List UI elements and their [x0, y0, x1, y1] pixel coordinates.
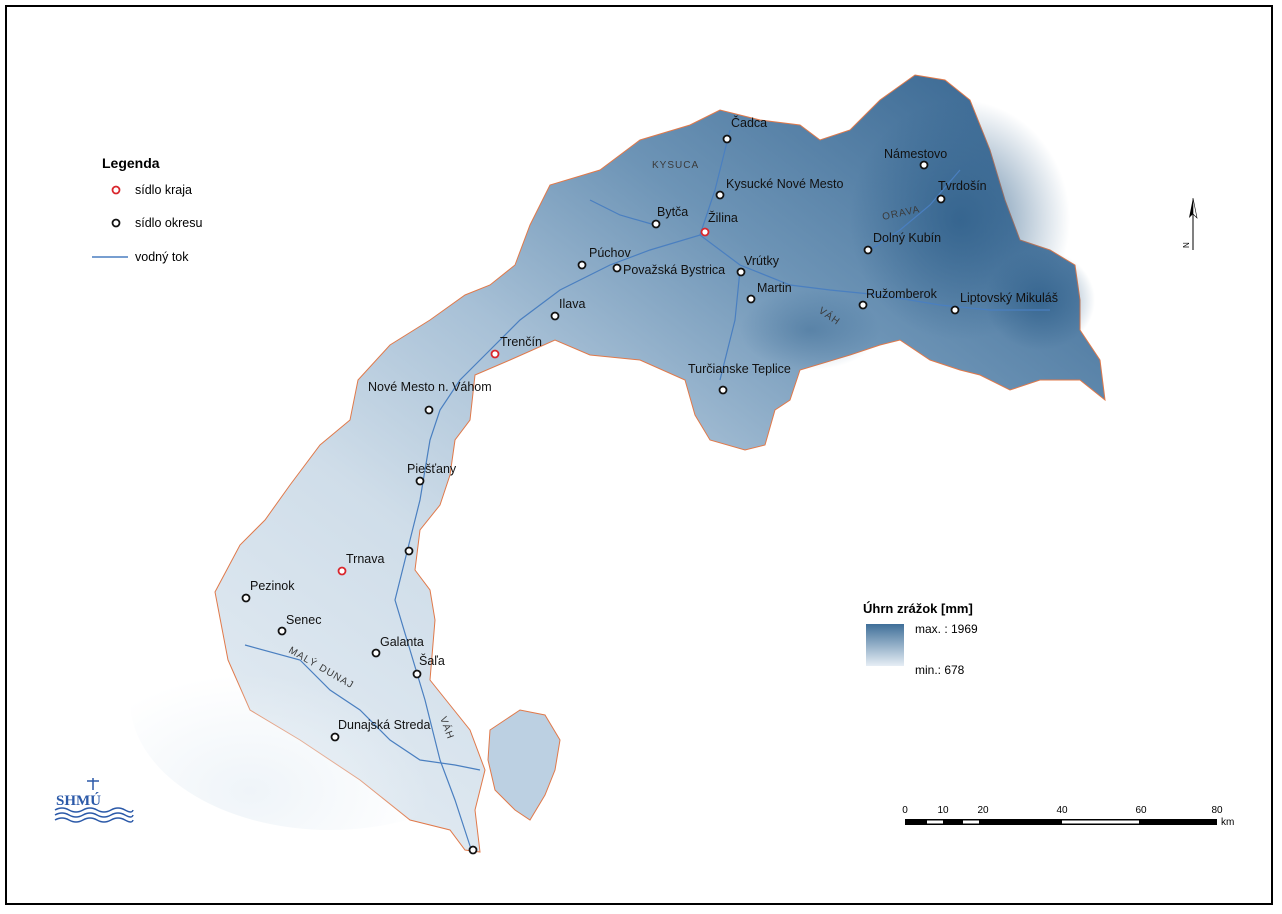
- ramp-max-label: max. : 1969: [915, 622, 978, 636]
- city-label: Trenčín: [500, 335, 542, 349]
- city-label: Námestovo: [884, 147, 947, 161]
- district-seat-marker[interactable]: [950, 305, 960, 315]
- district-seat-marker[interactable]: [550, 311, 560, 321]
- precipitation-legend: Úhrn zrážok [mm] max. : 1969 min.: 678: [863, 601, 978, 677]
- scale-unit: km: [1221, 817, 1234, 828]
- district-seat-marker[interactable]: [468, 845, 478, 855]
- district-seat-marker[interactable]: [412, 669, 422, 679]
- city-label: Nové Mesto n. Váhom: [368, 380, 492, 394]
- region-seat-marker[interactable]: [337, 566, 347, 576]
- city-label: Trnava: [346, 552, 384, 566]
- city-label: Šaľa: [419, 653, 445, 668]
- district-seat-marker[interactable]: [415, 476, 425, 486]
- district-seat-marker[interactable]: [746, 294, 756, 304]
- city-label: Považská Bystrica: [623, 263, 725, 277]
- city-label: Turčianske Teplice: [688, 362, 791, 376]
- scale-tick-label: 20: [977, 805, 989, 816]
- district-seat-marker[interactable]: [858, 300, 868, 310]
- district-seat-marker[interactable]: [722, 134, 732, 144]
- region-seat-marker[interactable]: [700, 227, 710, 237]
- scale-tick-label: 60: [1135, 805, 1147, 816]
- legend-title: Legenda: [102, 155, 160, 171]
- legend-item-label: sídlo kraja: [135, 183, 192, 197]
- legend: Legenda sídlo kraja sídlo okresu vodný t…: [92, 155, 202, 264]
- city-label: Pezinok: [250, 579, 295, 593]
- city-label: Dunajská Streda: [338, 718, 430, 732]
- north-label: N: [1182, 242, 1191, 248]
- district-seat-marker[interactable]: [936, 194, 946, 204]
- district-seat-marker[interactable]: [612, 263, 622, 273]
- city-label: Žilina: [708, 210, 738, 225]
- scale-tick-label: 80: [1211, 805, 1223, 816]
- precipitation-legend-title: Úhrn zrážok [mm]: [863, 601, 973, 616]
- ramp-min-label: min.: 678: [915, 663, 965, 677]
- district-seat-marker[interactable]: [277, 626, 287, 636]
- logo-text: SHMÚ: [56, 792, 101, 809]
- district-seat-marker[interactable]: [736, 267, 746, 277]
- region-label-kysuca: KYSUCA: [652, 160, 699, 171]
- city-label: Galanta: [380, 635, 424, 649]
- color-ramp: [866, 624, 904, 666]
- city-label: Tvrdošín: [938, 179, 987, 193]
- city-label: Ružomberok: [866, 287, 938, 301]
- city-label: Liptovský Mikuláš: [960, 291, 1058, 305]
- city-label: Dolný Kubín: [873, 231, 941, 245]
- district-seat-marker[interactable]: [241, 593, 251, 603]
- district-seat-marker[interactable]: [577, 260, 587, 270]
- north-arrow: N: [1182, 197, 1198, 250]
- black-circle-icon: [111, 218, 121, 228]
- legend-item-label: vodný tok: [135, 250, 189, 264]
- city-label: Čadca: [731, 115, 767, 130]
- city-label: Púchov: [589, 246, 631, 260]
- legend-item-label: sídlo okresu: [135, 216, 202, 230]
- district-seat-marker[interactable]: [404, 546, 414, 556]
- city-label: Bytča: [657, 205, 688, 219]
- wave-icon: [54, 807, 134, 813]
- district-seat-marker[interactable]: [651, 219, 661, 229]
- district-seat-marker[interactable]: [424, 405, 434, 415]
- river-network: [244, 129, 1050, 853]
- scale-tick-label: 40: [1056, 805, 1068, 816]
- shmu-logo: SHMÚ: [54, 778, 134, 823]
- north-arrow-icon: [1189, 198, 1193, 218]
- city-label: Piešťany: [407, 462, 457, 476]
- city-label: Ilava: [559, 297, 585, 311]
- city-label: Vrútky: [744, 254, 780, 268]
- district-seat-marker[interactable]: [371, 648, 381, 658]
- city-label: Senec: [286, 613, 321, 627]
- district-seat-marker[interactable]: [718, 385, 728, 395]
- district-seat-marker[interactable]: [330, 732, 340, 742]
- district-seat-marker[interactable]: [919, 160, 929, 170]
- scale-tick-label: 10: [937, 805, 949, 816]
- district-seat-marker[interactable]: [863, 245, 873, 255]
- district-seat-marker[interactable]: [715, 190, 725, 200]
- city-label: Kysucké Nové Mesto: [726, 177, 843, 191]
- region-seat-marker[interactable]: [490, 349, 500, 359]
- scale-tick-label: 0: [902, 805, 908, 816]
- red-circle-icon: [111, 185, 121, 195]
- basin-area: [130, 74, 1106, 853]
- city-label: Martin: [757, 281, 792, 295]
